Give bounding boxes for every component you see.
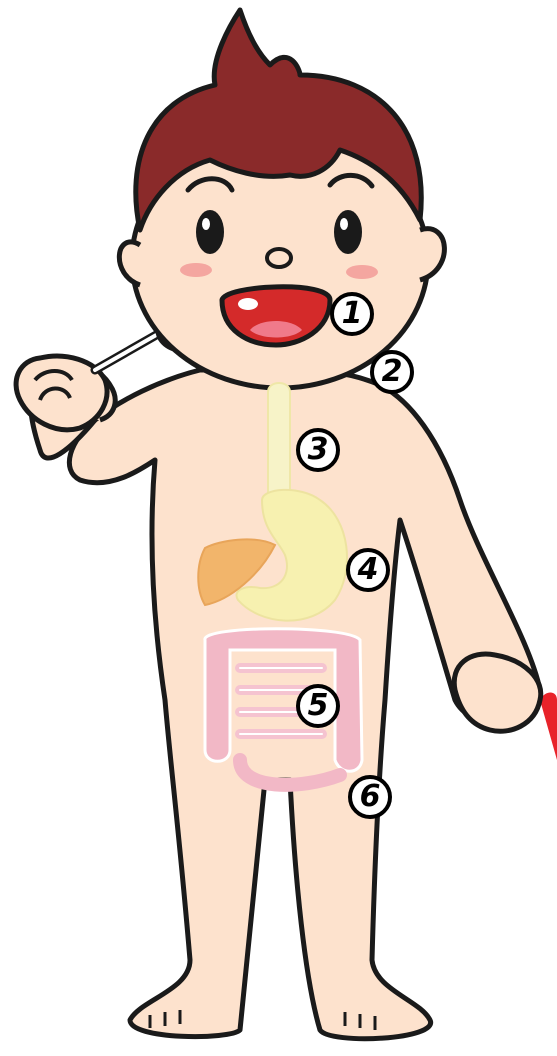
teeth <box>238 298 258 310</box>
eye <box>202 218 210 230</box>
marker-label: 4 <box>358 555 379 585</box>
eye <box>196 210 224 254</box>
marker-3: 3 <box>296 428 340 472</box>
marker-2: 2 <box>370 350 414 394</box>
esophagus <box>268 383 290 500</box>
ear <box>420 229 444 280</box>
ear <box>119 242 140 285</box>
cheek <box>180 263 212 277</box>
marker-label: 3 <box>308 435 329 465</box>
marker-label: 6 <box>360 782 381 812</box>
marker-label: 1 <box>342 299 363 329</box>
marker-4: 4 <box>346 548 390 592</box>
heart-icon <box>540 693 557 761</box>
marker-6: 6 <box>348 775 392 819</box>
cheek <box>346 265 378 279</box>
fork <box>95 330 165 370</box>
marker-1: 1 <box>330 292 374 336</box>
marker-5: 5 <box>296 684 340 728</box>
marker-label: 2 <box>382 357 403 387</box>
eye <box>334 210 362 254</box>
eye <box>340 218 348 230</box>
nose <box>267 249 291 267</box>
marker-label: 5 <box>308 691 329 721</box>
